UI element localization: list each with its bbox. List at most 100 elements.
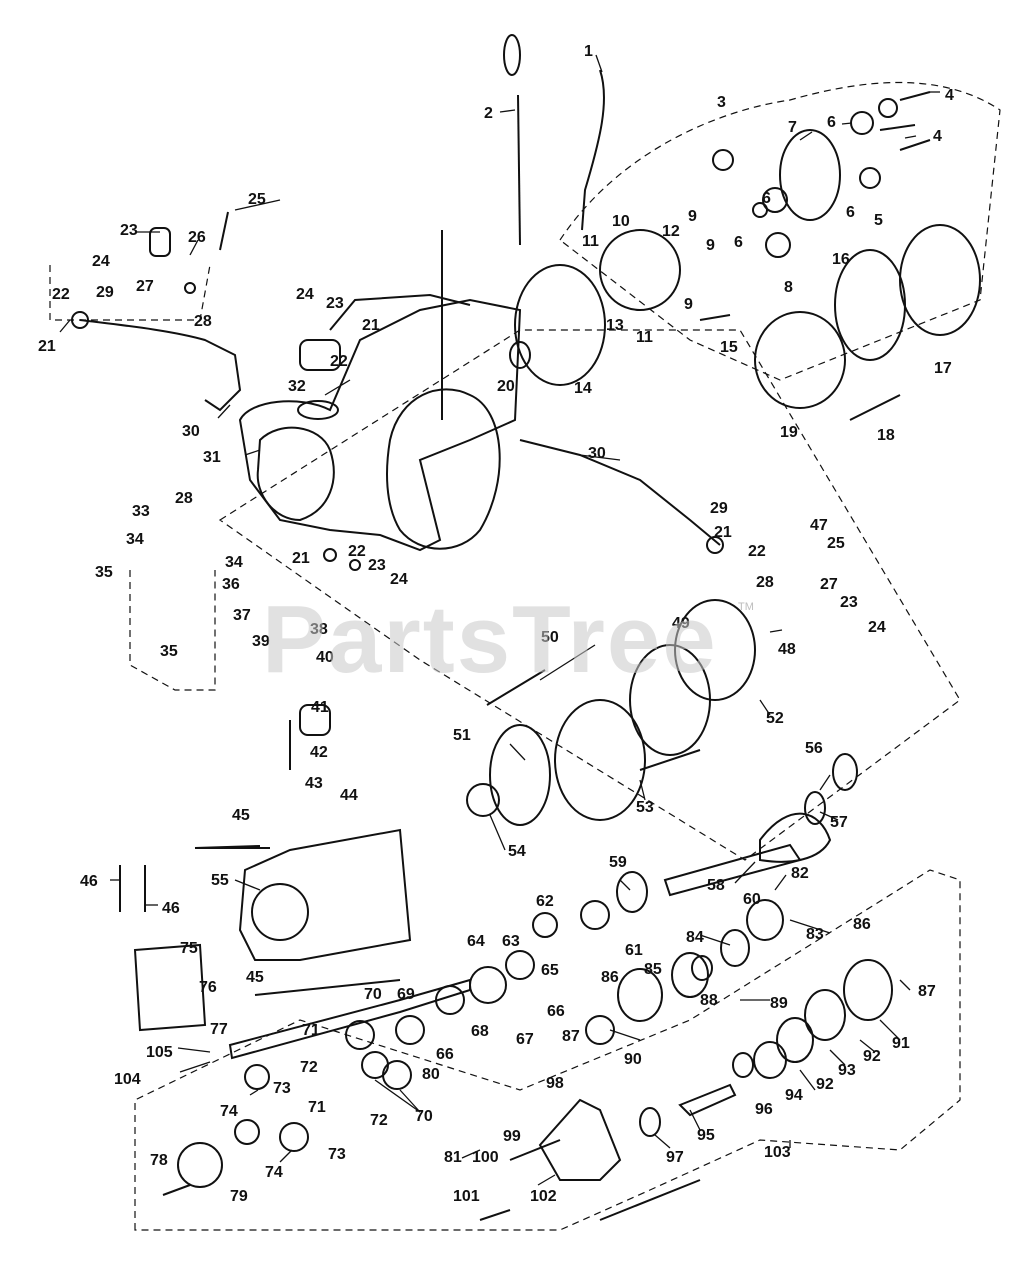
callout-53: 53 <box>636 799 654 816</box>
callout-58: 58 <box>707 877 725 894</box>
callout-88: 88 <box>700 992 718 1009</box>
callout-11b: 11 <box>636 329 653 346</box>
callout-24d: 24 <box>390 571 408 588</box>
callout-23d: 23 <box>368 557 386 574</box>
callout-52: 52 <box>766 710 784 727</box>
lower-right-gears <box>479 899 893 1221</box>
callout-21d: 21 <box>292 550 310 567</box>
callout-71b: 71 <box>308 1099 326 1116</box>
callout-32: 32 <box>288 378 306 395</box>
callout-35: 35 <box>95 564 113 581</box>
axle-shafts <box>71 311 724 554</box>
callout-70b: 70 <box>415 1108 433 1125</box>
callout-9b: 9 <box>706 237 715 254</box>
callout-79: 79 <box>230 1188 248 1205</box>
callout-1: 1 <box>584 43 593 60</box>
callout-41: 41 <box>311 699 329 716</box>
callout-10: 10 <box>612 213 630 230</box>
callout-42: 42 <box>310 744 328 761</box>
callout-83: 83 <box>806 926 824 943</box>
callout-4b: 4 <box>933 128 942 145</box>
callout-3: 3 <box>717 94 726 111</box>
callout-72: 72 <box>300 1059 318 1076</box>
callout-63: 63 <box>502 933 520 950</box>
callout-85: 85 <box>644 961 662 978</box>
callout-45b: 45 <box>246 969 264 986</box>
callout-9: 9 <box>688 208 697 225</box>
ring-gears-middle <box>466 599 756 826</box>
callout-48: 48 <box>778 641 796 658</box>
ring-gears-right <box>754 224 981 409</box>
callout-68: 68 <box>471 1023 489 1040</box>
callout-24b: 24 <box>296 286 314 303</box>
callout-72b: 72 <box>370 1112 388 1129</box>
callout-74: 74 <box>220 1103 238 1120</box>
callout-82: 82 <box>791 865 809 882</box>
callout-62: 62 <box>536 893 554 910</box>
callout-46b: 46 <box>162 900 180 917</box>
callout-100: 100 <box>472 1149 499 1166</box>
callout-51: 51 <box>453 727 471 744</box>
callout-86b: 86 <box>853 916 871 933</box>
callout-96: 96 <box>755 1101 773 1118</box>
callout-97: 97 <box>666 1149 684 1166</box>
callout-28: 28 <box>194 313 212 330</box>
callout-27: 27 <box>136 278 154 295</box>
callout-5: 5 <box>874 212 883 229</box>
callout-16: 16 <box>832 251 850 268</box>
callout-89: 89 <box>770 995 788 1012</box>
callout-27b: 27 <box>820 576 838 593</box>
callout-23: 23 <box>120 222 138 239</box>
left-hardware <box>149 211 361 571</box>
callout-98: 98 <box>546 1075 564 1092</box>
callout-8: 8 <box>784 279 793 296</box>
callout-24: 24 <box>92 253 110 270</box>
callout-71: 71 <box>302 1022 320 1039</box>
callout-59: 59 <box>609 854 627 871</box>
callout-46: 46 <box>80 873 98 890</box>
callout-21: 21 <box>38 338 56 355</box>
callout-26: 26 <box>188 229 206 246</box>
callout-78: 78 <box>150 1152 168 1169</box>
callout-49: 49 <box>672 615 690 632</box>
callout-6d: 6 <box>734 234 743 251</box>
callout-87: 87 <box>562 1028 580 1045</box>
bolts <box>119 845 261 1196</box>
lower-gear-train <box>177 900 610 1188</box>
callout-76: 76 <box>199 979 217 996</box>
callout-20: 20 <box>497 378 515 395</box>
callout-2: 2 <box>484 105 493 122</box>
callout-7: 7 <box>788 119 797 136</box>
callout-22b: 22 <box>330 353 348 370</box>
callout-12: 12 <box>662 223 680 240</box>
callout-81: 81 <box>444 1149 462 1166</box>
callout-101: 101 <box>453 1188 480 1205</box>
callout-60: 60 <box>743 891 761 908</box>
leader-lines <box>59 54 940 1186</box>
callout-23c: 23 <box>840 594 858 611</box>
callout-56: 56 <box>805 740 823 757</box>
callout-77: 77 <box>210 1021 228 1038</box>
callout-87b: 87 <box>918 983 936 1000</box>
callout-36: 36 <box>222 576 240 593</box>
callout-90: 90 <box>624 1051 642 1068</box>
callout-55: 55 <box>211 872 229 889</box>
callout-92: 92 <box>863 1048 881 1065</box>
callout-28c: 28 <box>756 574 774 591</box>
callout-94: 94 <box>785 1087 803 1104</box>
callout-25b: 25 <box>827 535 845 552</box>
callout-11: 11 <box>582 233 599 250</box>
callout-99: 99 <box>503 1128 521 1145</box>
watermark-trademark: TM <box>738 601 754 613</box>
callout-21c: 21 <box>714 524 732 541</box>
callout-74b: 74 <box>265 1164 283 1181</box>
callout-91: 91 <box>892 1035 910 1052</box>
callout-28b: 28 <box>175 490 193 507</box>
callout-22: 22 <box>52 286 70 303</box>
watermark: PartsTree TM <box>262 586 754 693</box>
callout-39: 39 <box>252 633 270 650</box>
callout-73: 73 <box>273 1080 291 1097</box>
callout-4: 4 <box>945 87 954 104</box>
